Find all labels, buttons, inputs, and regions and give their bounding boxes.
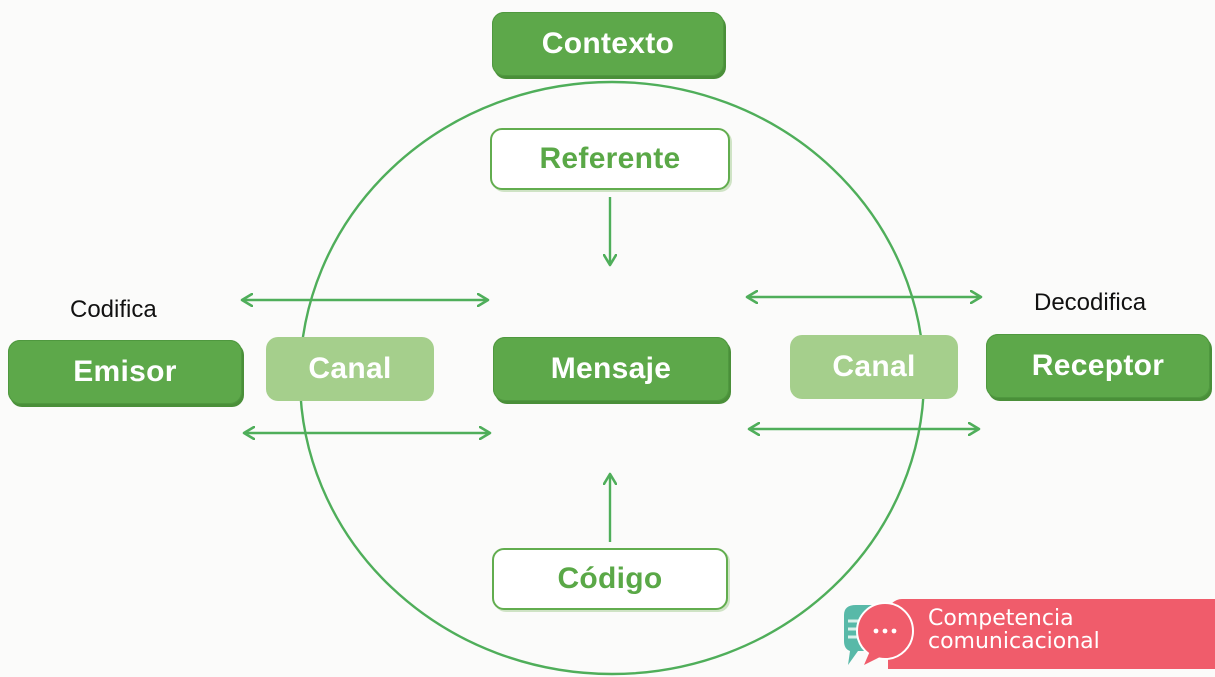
codifica-label: Codifica [70,296,157,323]
competencia-badge: Competencia comunicacional [830,595,1215,677]
badge-line-1: Competencia [928,606,1074,631]
badge-bar [888,599,1215,669]
chat-bubbles-icon [844,602,914,665]
emisor-box: Emisor [8,340,242,404]
contexto-box: Contexto [492,12,724,76]
referente-box: Referente [490,128,730,190]
canal-right-box: Canal [790,335,958,399]
codigo-box: Código [492,548,728,610]
decodifica-label: Decodifica [1034,289,1147,316]
badge-text: Competencia comunicacional [928,607,1100,653]
canal-left-box: Canal [266,337,434,401]
badge-line-2: comunicacional [928,629,1100,654]
mensaje-box: Mensaje [493,337,729,401]
receptor-box: Receptor [986,334,1210,398]
